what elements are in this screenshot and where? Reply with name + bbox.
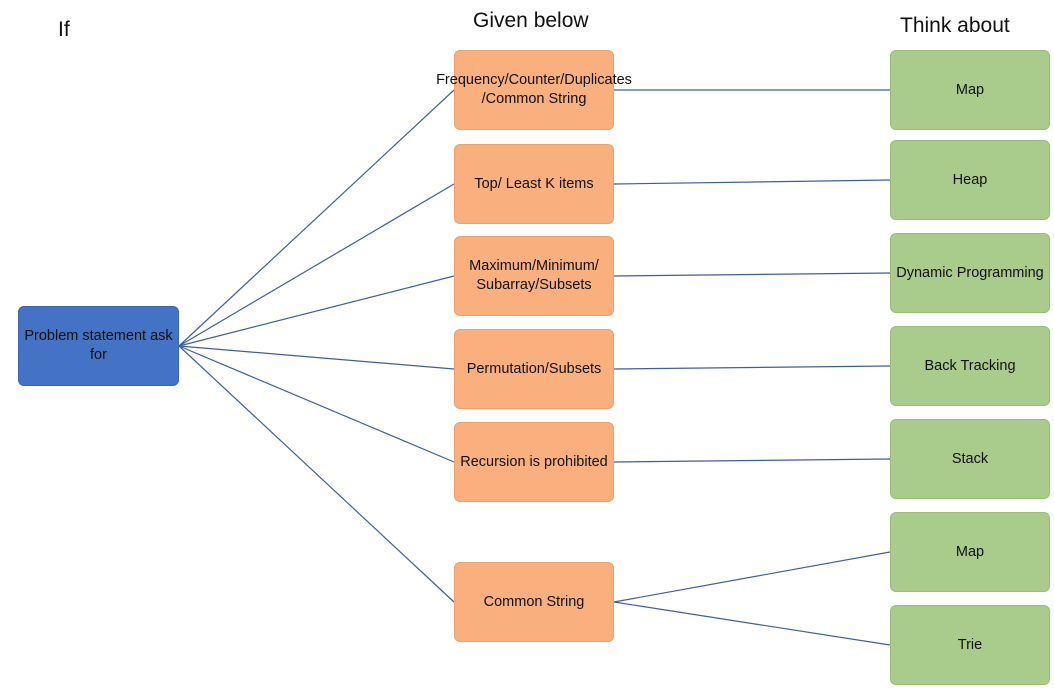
think-node-heap: Heap bbox=[890, 140, 1050, 220]
heading-if: If bbox=[58, 18, 70, 41]
connector-source-to-given-2 bbox=[178, 275, 455, 347]
connector-source-to-given-3 bbox=[178, 345, 455, 370]
given-node-label: Frequency/Counter/Duplicates /Common Str… bbox=[436, 72, 632, 107]
heading-think-about: Think about bbox=[900, 14, 1010, 37]
given-node-label: Top/ Least K items bbox=[474, 175, 594, 192]
think-node-map-2: Map bbox=[890, 512, 1050, 592]
connector-source-to-given-4 bbox=[178, 345, 455, 463]
heading-given-below: Given below bbox=[473, 9, 589, 32]
problem-statement-label: Problem statement ask for bbox=[24, 328, 173, 363]
given-node-label: Maximum/Minimum/ Subarray/Subsets bbox=[469, 258, 599, 293]
connector-source-to-given-5 bbox=[178, 345, 455, 603]
given-node-frequency: Frequency/Counter/Duplicates /Common Str… bbox=[436, 50, 632, 130]
think-node-label: Heap bbox=[952, 171, 988, 188]
connector-source-to-given-1 bbox=[178, 183, 455, 347]
given-node-recursion: Recursion is prohibited bbox=[454, 422, 614, 502]
think-node-back-tracking: Back Tracking bbox=[890, 326, 1050, 406]
think-node-label: Stack bbox=[951, 450, 989, 467]
think-node-label: Back Tracking bbox=[924, 357, 1016, 374]
connector-given-5-to-think-6 bbox=[613, 601, 891, 646]
connector-given-5-to-think-5 bbox=[613, 551, 891, 603]
connector-given-3-to-think-3 bbox=[613, 365, 891, 370]
given-node-permutation: Permutation/Subsets bbox=[454, 329, 614, 409]
connector-given-2-to-think-2 bbox=[613, 272, 891, 277]
given-node-label: Recursion is prohibited bbox=[460, 453, 608, 470]
given-node-top-k: Top/ Least K items bbox=[454, 144, 614, 224]
think-node-label: Dynamic Programming bbox=[896, 264, 1044, 281]
think-node-label: Trie bbox=[957, 636, 983, 653]
problem-statement-node: Problem statement ask for bbox=[18, 306, 179, 386]
given-node-max-min: Maximum/Minimum/ Subarray/Subsets bbox=[454, 236, 614, 316]
think-node-map: Map bbox=[890, 50, 1050, 130]
think-node-stack: Stack bbox=[890, 419, 1050, 499]
given-node-label: Common String bbox=[483, 593, 585, 610]
think-node-label: Map bbox=[955, 543, 985, 560]
think-node-label: Map bbox=[955, 81, 985, 98]
connector-given-1-to-think-1 bbox=[613, 179, 891, 185]
think-node-trie: Trie bbox=[890, 605, 1050, 685]
connector-source-to-given-0 bbox=[178, 89, 455, 347]
connector-given-4-to-think-4 bbox=[613, 458, 891, 463]
think-node-dynamic-programming: Dynamic Programming bbox=[890, 233, 1050, 313]
given-node-common-string: Common String bbox=[454, 562, 614, 642]
given-node-label: Permutation/Subsets bbox=[466, 360, 602, 377]
